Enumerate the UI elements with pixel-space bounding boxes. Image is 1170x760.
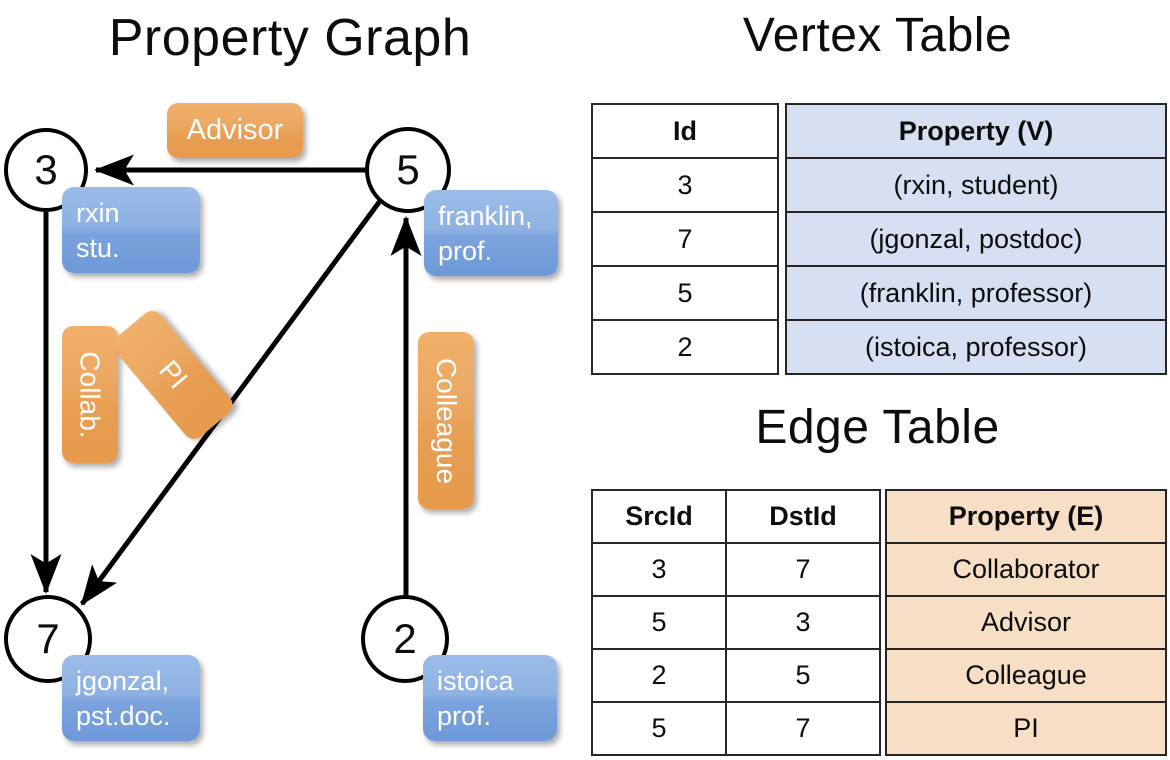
vertex-property-box-franklin-line2: prof.: [438, 235, 493, 266]
edge-table-header-property: Property (E): [885, 489, 1167, 544]
edge-table-header-row: SrcId DstId Property (E): [591, 489, 1167, 544]
graph-node-2-label: 2: [393, 615, 417, 662]
edge-table-column-gap: [880, 543, 886, 596]
edge-label-colleague: Colleague: [418, 332, 474, 509]
vertex-property-box-rxin: rxin stu.: [62, 187, 200, 273]
vertex-property-box-franklin: franklin, prof.: [424, 190, 558, 276]
vertex-row-2-id: 5: [591, 265, 779, 321]
graph-node-7-label: 7: [36, 615, 60, 662]
edge-table-column-gap: [880, 596, 886, 649]
table-row[interactable]: 5 (franklin, professor): [591, 265, 1167, 321]
section-title-vertex-table: Vertex Table: [742, 9, 1013, 62]
vertex-property-box-jgonzal-line1: jgonzal,: [76, 666, 170, 696]
edge-label-collab: Collab.: [62, 326, 118, 463]
vertex-row-3-id: 2: [591, 319, 779, 375]
edge-table-column-gap: [880, 702, 886, 755]
table-row[interactable]: 5 3 Advisor: [591, 595, 1167, 650]
property-graph-diagram: 3 5 7 2 rxin stu. franklin, prof. jgonza…: [0, 0, 580, 760]
edge-label-pi-text: PI: [153, 354, 194, 395]
edge-row-3-dst: 7: [725, 701, 881, 756]
edge-table-column-gap: [880, 649, 886, 702]
table-row[interactable]: 3 7 Collaborator: [591, 542, 1167, 597]
edge-row-0-property: Collaborator: [885, 542, 1167, 597]
graph-node-5[interactable]: 5: [365, 127, 451, 213]
vertex-row-0-property: (rxin, student): [785, 157, 1167, 213]
vertex-property-box-istoica-line1: istoica: [437, 666, 514, 696]
vertex-property-box-rxin-line2: stu.: [76, 232, 120, 263]
vertex-property-box-istoica: istoica prof.: [423, 655, 557, 741]
table-row[interactable]: 2 5 Colleague: [591, 648, 1167, 703]
graph-node-3-label: 3: [34, 146, 58, 193]
vertex-table-header-row: Id Property (V): [591, 103, 1167, 159]
edge-row-0-src: 3: [591, 542, 727, 597]
vertex-table-column-gap: [778, 158, 786, 212]
edge-label-advisor-text: Advisor: [186, 114, 284, 146]
vertex-table-column-gap: [778, 320, 786, 374]
vertex-property-box-jgonzal-line2: pst.doc.: [76, 700, 171, 731]
vertex-property-box-franklin-line1: franklin,: [438, 201, 533, 231]
table-row[interactable]: 3 (rxin, student): [591, 157, 1167, 213]
vertex-row-1-property: (jgonzal, postdoc): [785, 211, 1167, 267]
edge-table-header-dstid: DstId: [725, 489, 881, 544]
vertex-table-header-property: Property (V): [785, 103, 1167, 159]
vertex-table-header-id: Id: [591, 103, 779, 159]
vertex-property-box-jgonzal: jgonzal, pst.doc.: [62, 655, 200, 741]
table-row[interactable]: 7 (jgonzal, postdoc): [591, 211, 1167, 267]
edge-row-3-src: 5: [591, 701, 727, 756]
vertex-table-column-gap: [778, 266, 786, 320]
vertex-table: Id Property (V) 3 (rxin, student) 7 (jgo…: [591, 103, 1167, 375]
edge-row-0-dst: 7: [725, 542, 881, 597]
vertex-property-box-istoica-line2: prof.: [437, 700, 492, 731]
edge-label-advisor: Advisor: [167, 103, 303, 158]
edge-table-header-srcid: SrcId: [591, 489, 727, 544]
vertex-table-column-gap: [778, 212, 786, 266]
section-title-edge-table: Edge Table: [755, 401, 1000, 454]
graph-node-2[interactable]: 2: [361, 595, 449, 683]
vertex-table-column-gap: [778, 104, 786, 158]
page-title-property-graph: Property Graph: [108, 9, 472, 67]
edge-row-3-property: PI: [885, 701, 1167, 756]
edge-label-colleague-text: Colleague: [431, 357, 463, 484]
vertex-row-2-property: (franklin, professor): [785, 265, 1167, 321]
edge-table: SrcId DstId Property (E) 3 7 Collaborato…: [591, 489, 1167, 756]
vertex-property-box-rxin-line1: rxin: [76, 198, 120, 228]
edge-row-2-src: 2: [591, 648, 727, 703]
edge-row-1-dst: 3: [725, 595, 881, 650]
graph-node-5-label: 5: [396, 146, 420, 193]
table-row[interactable]: 2 (istoica, professor): [591, 319, 1167, 375]
table-row[interactable]: 5 7 PI: [591, 701, 1167, 756]
edge-table-column-gap: [880, 490, 886, 543]
edge-row-1-property: Advisor: [885, 595, 1167, 650]
edge-label-collab-text: Collab.: [75, 350, 107, 439]
vertex-row-1-id: 7: [591, 211, 779, 267]
vertex-row-0-id: 3: [591, 157, 779, 213]
edge-row-1-src: 5: [591, 595, 727, 650]
edge-row-2-dst: 5: [725, 648, 881, 703]
vertex-row-3-property: (istoica, professor): [785, 319, 1167, 375]
edge-row-2-property: Colleague: [885, 648, 1167, 703]
